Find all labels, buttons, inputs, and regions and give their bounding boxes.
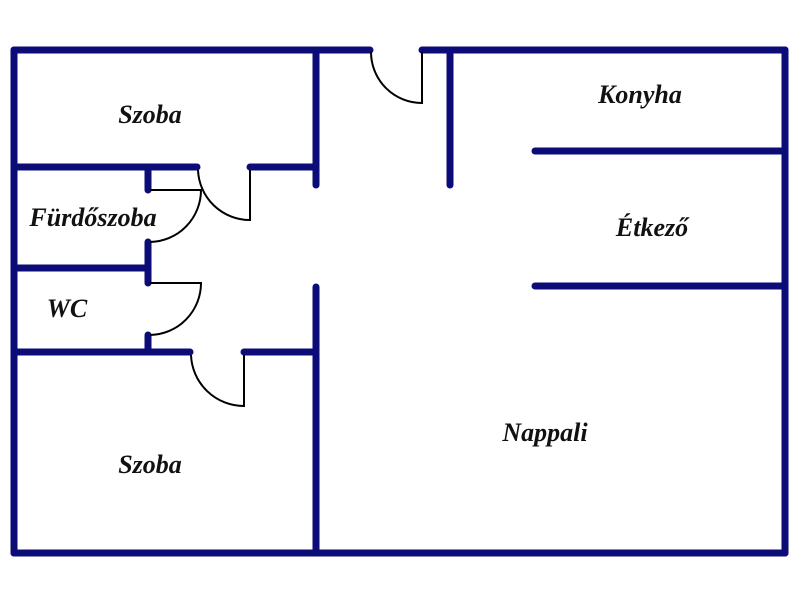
room-label-etkezo: Étkező <box>615 213 689 242</box>
room-label-konyha: Konyha <box>598 80 682 109</box>
room-label-szoba-bottom: Szoba <box>118 450 182 479</box>
room-label-wc: WC <box>46 294 88 323</box>
room-label-szoba-top: Szoba <box>118 100 182 129</box>
room-label-furdoszoba: Fürdőszoba <box>29 203 157 232</box>
door-entrance <box>370 51 423 105</box>
door-szoba-bottom <box>190 354 245 408</box>
door-szoba-top <box>197 169 251 222</box>
room-label-nappali: Nappali <box>502 418 588 447</box>
door-furdoszoba <box>149 189 203 243</box>
door-wc <box>149 282 203 336</box>
